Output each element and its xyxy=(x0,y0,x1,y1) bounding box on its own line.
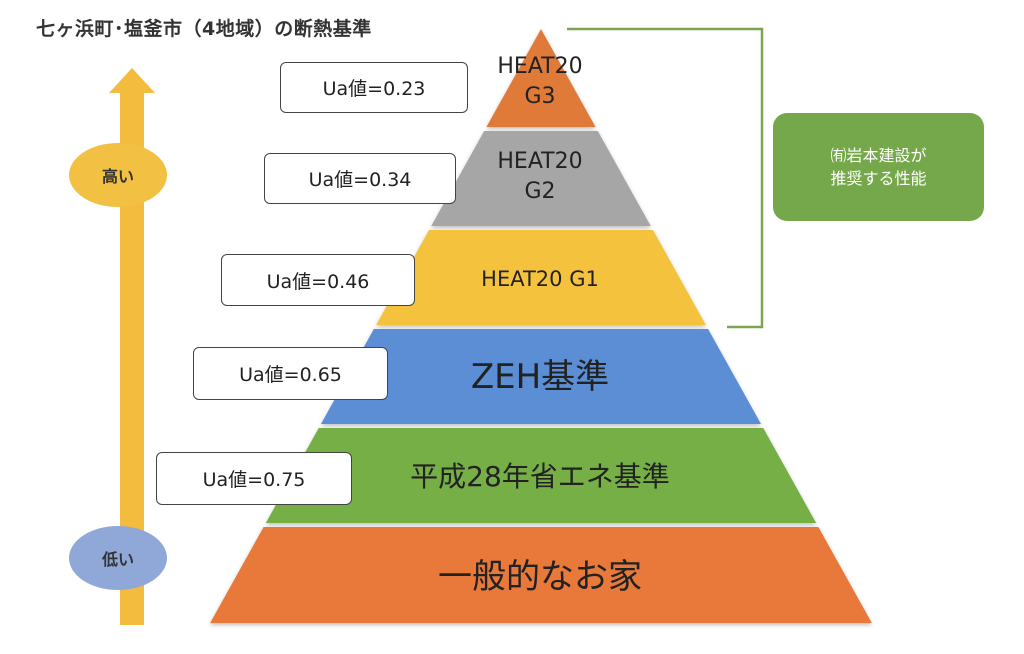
recommended-callout: ㈲岩本建設が 推奨する性能 xyxy=(773,113,984,221)
high-label: 高い xyxy=(101,167,134,186)
tier-general-house xyxy=(210,527,872,623)
tier-h28 xyxy=(265,428,817,523)
tier-heat20-g3 xyxy=(486,29,596,127)
low-oval xyxy=(69,526,167,590)
ua-value-g2: Ua値=0.34 xyxy=(264,153,456,204)
tier-label-h28: 平成28年省エネ基準 xyxy=(410,460,670,494)
low-label: 低い xyxy=(101,550,134,569)
ua-value-g3: Ua値=0.23 xyxy=(280,62,468,113)
ua-value-zeh: Ua値=0.65 xyxy=(193,347,388,400)
high-oval xyxy=(69,143,167,207)
pyramid-tiers xyxy=(210,29,872,623)
tier-label-general-house: 一般的なお家 xyxy=(438,557,642,598)
recommended-bracket xyxy=(567,27,764,329)
ua-value-h28: Ua値=0.75 xyxy=(156,452,352,505)
tier-zeh xyxy=(320,329,762,424)
tier-heat20-g2 xyxy=(431,131,651,226)
ua-value-g1: Ua値=0.46 xyxy=(221,254,415,306)
tier-label-heat20-g2: HEAT20 G2 xyxy=(497,149,583,204)
tier-label-heat20-g3: HEAT20 G3 xyxy=(497,54,583,109)
page-title: 七ヶ浜町･塩釜市（4地域）の断熱基準 xyxy=(36,18,372,40)
tier-label-zeh: ZEH基準 xyxy=(470,357,610,398)
tier-label-heat20-g1: HEAT20 G1 xyxy=(481,266,599,291)
tier-heat20-g1 xyxy=(376,230,706,325)
